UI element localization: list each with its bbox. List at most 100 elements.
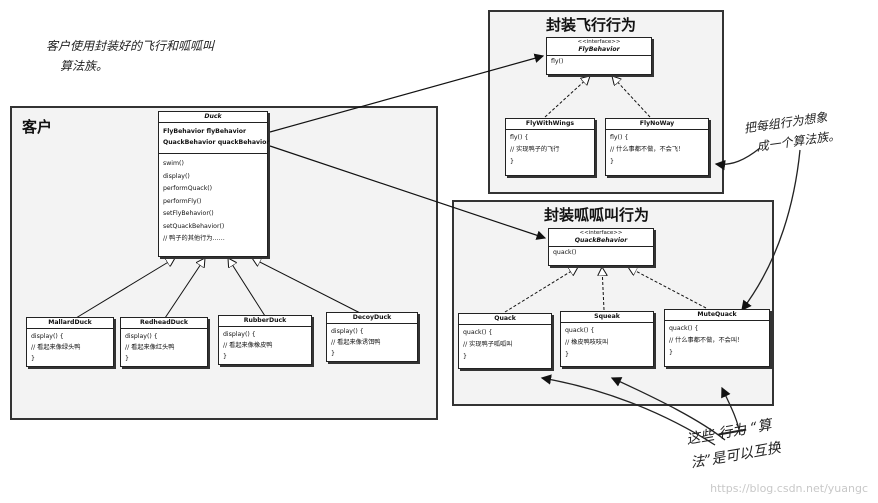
- code-line: // 实现鸭子的飞行: [510, 146, 560, 153]
- code-line: quack() {: [565, 327, 595, 334]
- code-line: display() {: [223, 331, 256, 338]
- class-body: display() { // 看起来像红头鸭 }: [121, 329, 207, 366]
- inherit-redhead: [164, 258, 205, 319]
- duck-class-name: Duck: [204, 113, 222, 120]
- interface-header: <<interface>> FlyBehavior: [547, 38, 651, 56]
- duck-method: // 鸭子的其他行为……: [163, 235, 225, 242]
- mutequack-class: MuteQuack quack() { // 什么事都不做，不会叫！ }: [664, 309, 770, 367]
- implement-squeak: [602, 267, 604, 311]
- class-header: FlyNoWay: [606, 119, 708, 130]
- class-name: FlyWithWings: [525, 120, 575, 127]
- code-line: display() {: [125, 333, 158, 340]
- class-body: display() { // 看起来像诱饵鸭 }: [327, 324, 417, 361]
- duck-method: performQuack(): [163, 185, 213, 192]
- class-body: display() { // 看起来像橡皮鸭 }: [219, 327, 311, 364]
- class-header: MallardDuck: [27, 318, 113, 329]
- hand-arrow-to-squeak: [610, 377, 726, 441]
- code-line: quack() {: [463, 329, 493, 336]
- duck-method: setQuackBehavior(): [163, 222, 225, 230]
- duck-class-header: Duck: [159, 112, 267, 123]
- interface-name: QuackBehavior: [574, 237, 628, 244]
- inherit-decoy: [252, 258, 367, 317]
- code-line: // 实现鸭子呱呱叫: [463, 341, 513, 348]
- code-line: }: [463, 353, 467, 360]
- class-name: Quack: [494, 315, 516, 322]
- flynoway-class: FlyNoWay fly() { // 什么事都不做，不会飞！ }: [605, 118, 709, 176]
- duck-method: display(): [163, 172, 190, 180]
- code-line: }: [31, 355, 35, 362]
- class-name: DecoyDuck: [352, 314, 392, 321]
- code-line: display() {: [331, 328, 364, 335]
- redheadduck-class: RedheadDuck display() { // 看起来像红头鸭 }: [120, 317, 208, 367]
- code-line: // 橡皮鸭吱吱叫: [565, 339, 609, 346]
- class-header: RedheadDuck: [121, 318, 207, 329]
- note-line: 客户使用封装好的飞行和呱呱叫: [46, 39, 215, 53]
- class-name: RedheadDuck: [140, 319, 188, 326]
- code-line: }: [125, 355, 129, 362]
- class-name: MallardDuck: [48, 319, 92, 326]
- quack-class: Quack quack() { // 实现鸭子呱呱叫 }: [458, 313, 552, 369]
- implement-quack: [504, 267, 578, 313]
- duck-field: QuackBehavior quackBehavior: [163, 139, 270, 146]
- code-line: // 什么事都不做，不会叫！: [669, 337, 744, 344]
- interface-methods: quack(): [549, 247, 653, 259]
- mallardduck-class: MallardDuck display() { // 看起来像绿头鸭 }: [26, 317, 114, 367]
- duck-field: FlyBehavior flyBehavior: [163, 128, 247, 135]
- code-line: }: [669, 349, 673, 356]
- flybehavior-interface: <<interface>> FlyBehavior fly(): [546, 37, 652, 75]
- class-header: DecoyDuck: [327, 313, 417, 324]
- implement-mutequack: [628, 267, 707, 309]
- hand-arrow-to-mutequack-2: [721, 386, 741, 436]
- class-body: quack() { // 橡皮鸭吱吱叫 }: [561, 323, 653, 363]
- class-header: Quack: [459, 314, 551, 325]
- implement-flywithwings: [544, 76, 590, 118]
- flywithwings-class: FlyWithWings fly() { // 实现鸭子的飞行 }: [505, 118, 595, 176]
- watermark: https://blog.csdn.net/yuangc: [710, 482, 868, 495]
- code-line: display() {: [31, 333, 64, 340]
- squeak-class: Squeak quack() { // 橡皮鸭吱吱叫 }: [560, 311, 654, 367]
- has-a-quackbehavior: [269, 145, 547, 240]
- class-header: MuteQuack: [665, 310, 769, 321]
- hand-arrow-to-quack: [540, 374, 716, 446]
- duck-fields: FlyBehavior flyBehavior QuackBehavior qu…: [159, 123, 270, 154]
- interface-method: fly(): [551, 58, 564, 65]
- rubberduck-class: RubberDuck display() { // 看起来像橡皮鸭 }: [218, 315, 312, 365]
- class-body: fly() { // 什么事都不做，不会飞！ }: [606, 130, 708, 170]
- note-line: 算法族。: [60, 59, 109, 73]
- interface-stereotype: <<interface>>: [577, 39, 621, 45]
- code-line: // 看起来像绿头鸭: [31, 344, 81, 351]
- class-name: MuteQuack: [697, 311, 737, 318]
- hand-arrow-to-mutequack: [741, 149, 801, 312]
- class-body: quack() { // 实现鸭子呱呱叫 }: [459, 325, 551, 365]
- interface-method: quack(): [553, 249, 577, 256]
- class-name: Squeak: [594, 313, 620, 320]
- code-line: }: [565, 351, 569, 358]
- quack-behavior-region-title: 封装呱呱叫行为: [544, 206, 650, 224]
- code-line: // 看起来像红头鸭: [125, 344, 175, 351]
- decoyduck-class: DecoyDuck display() { // 看起来像诱饵鸭 }: [326, 312, 418, 362]
- code-line: }: [610, 158, 614, 165]
- code-line: // 什么事都不做，不会飞！: [610, 146, 685, 153]
- class-body: quack() { // 什么事都不做，不会叫！ }: [665, 321, 769, 361]
- code-line: }: [331, 350, 335, 357]
- duck-class: Duck FlyBehavior flyBehavior QuackBehavi…: [158, 111, 270, 257]
- class-header: Squeak: [561, 312, 653, 323]
- duck-methods: swim() display() performQuack() performF…: [159, 154, 267, 250]
- code-line: }: [223, 353, 227, 360]
- note-client-uses-algorithms: 客户使用封装好的飞行和呱呱叫 算法族。: [46, 36, 214, 76]
- inherit-rubber: [228, 258, 266, 317]
- code-line: quack() {: [669, 325, 699, 332]
- class-header: RubberDuck: [219, 316, 311, 327]
- class-body: display() { // 看起来像绿头鸭 }: [27, 329, 113, 366]
- interface-stereotype: <<interface>>: [579, 230, 623, 236]
- interface-header: <<interface>> QuackBehavior: [549, 229, 653, 247]
- code-line: fly() {: [510, 134, 529, 141]
- code-line: // 看起来像橡皮鸭: [223, 342, 273, 349]
- has-a-flybehavior: [269, 53, 545, 133]
- client-region-title: 客户: [22, 118, 53, 136]
- class-body: fly() { // 实现鸭子的飞行 }: [506, 130, 594, 170]
- fly-behavior-region-title: 封装飞行行为: [546, 16, 637, 34]
- duck-method: setFlyBehavior(): [163, 210, 214, 217]
- implement-flynoway: [612, 76, 651, 118]
